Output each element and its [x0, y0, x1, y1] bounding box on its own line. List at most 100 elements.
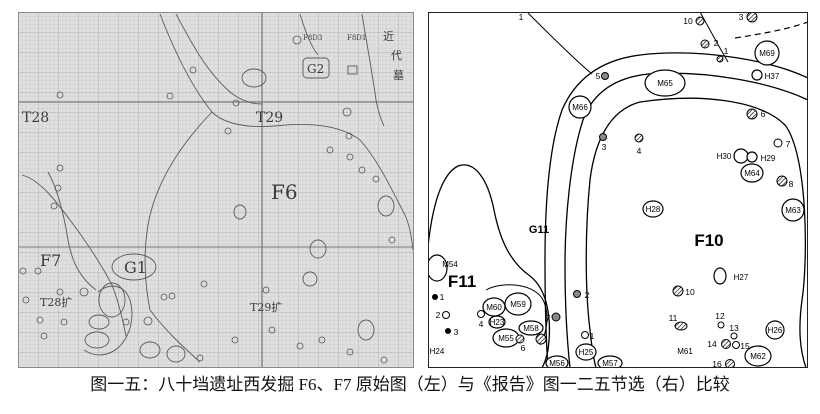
- label-h26: H26: [768, 326, 783, 335]
- post-hole-label: 10: [683, 16, 693, 26]
- m58: [518, 320, 544, 336]
- post-hole: [232, 99, 240, 107]
- label-t28: T28: [22, 110, 49, 126]
- post-hole: [380, 356, 388, 364]
- post-hole: [695, 16, 705, 26]
- post-hole-label: 3: [602, 142, 607, 152]
- post-hole: [746, 12, 758, 23]
- pit-outline: [84, 331, 110, 349]
- small-square-feature: [347, 65, 358, 75]
- post-hole-label: 1: [590, 331, 595, 341]
- label-m66: M66: [572, 103, 588, 112]
- lobe-outline: [83, 285, 133, 356]
- m65: [644, 69, 686, 97]
- h27: [713, 267, 727, 285]
- post-hole: [515, 334, 525, 344]
- post-hole: [160, 293, 168, 301]
- label-h37: H37: [765, 72, 780, 81]
- label-m58: M58: [523, 324, 539, 333]
- label-m65: M65: [657, 79, 673, 88]
- m66: [568, 95, 592, 119]
- post-hole: [262, 286, 270, 294]
- label-m60: M60: [486, 303, 502, 312]
- post-hole-label: 6: [761, 109, 766, 119]
- post-hole: [573, 290, 581, 298]
- m69: [754, 40, 780, 66]
- pit-outline: [302, 271, 318, 287]
- post-hole: [79, 287, 89, 297]
- post-hole: [746, 108, 758, 120]
- label-f11: F11: [448, 272, 476, 291]
- post-hole-label: 1: [440, 292, 445, 302]
- label-f8d1: F8D1: [347, 34, 366, 42]
- post-hole: [634, 133, 644, 143]
- h30: [733, 148, 749, 164]
- pit-outline: [98, 282, 126, 318]
- label-modern-tomb-1: 近: [383, 30, 394, 43]
- post-hole: [599, 133, 607, 141]
- boundary-top-right: [699, 12, 729, 63]
- post-hole: [224, 127, 232, 135]
- post-hole: [432, 294, 438, 300]
- post-hole: [143, 316, 153, 326]
- label-h24: H24: [430, 347, 445, 356]
- report-figure-excerpt: F10 F11 G11 M69 H37 M65 M66 H30 H29 M64 …: [428, 12, 808, 368]
- modern-tomb-boundary: [361, 13, 385, 127]
- pit-outline: [139, 341, 161, 359]
- post-hole: [54, 184, 62, 192]
- upper-curve: [175, 13, 263, 105]
- post-hole: [22, 296, 30, 304]
- post-hole-label: 4: [637, 146, 642, 156]
- post-hole-label: 2: [585, 290, 590, 300]
- label-f7: F7: [40, 251, 61, 270]
- post-hole: [166, 92, 174, 100]
- h26: [765, 320, 785, 340]
- label-m55: M55: [498, 334, 514, 343]
- post-hole: [372, 175, 380, 183]
- post-hole: [358, 166, 366, 174]
- original-field-plan: T28 T29 F6 F7 G1 G2 T28扩 T29扩 F8D3 F8D1 …: [18, 12, 414, 368]
- f6-outline-left: [144, 111, 213, 363]
- post-hole-label: 3: [739, 12, 744, 22]
- label-m56: M56: [549, 359, 565, 368]
- post-hole: [318, 336, 326, 344]
- post-hole-label: 2: [714, 38, 719, 48]
- pit-outline: [166, 345, 186, 363]
- label-f10: F10: [694, 231, 723, 250]
- boundary-top-left: [527, 12, 593, 75]
- pit-outline: [357, 319, 375, 341]
- label-f8d3: F8D3: [303, 34, 322, 42]
- panel-border: [18, 12, 414, 368]
- post-hole: [346, 153, 354, 161]
- pit-outline: [309, 239, 327, 259]
- f10-outline: [585, 97, 807, 368]
- h23: [488, 315, 506, 329]
- post-hole-label: 7: [546, 313, 551, 323]
- post-hole: [36, 316, 44, 324]
- pit-outline: [241, 68, 267, 88]
- post-hole-label: 16: [712, 359, 722, 368]
- label-g2: G2: [307, 62, 324, 76]
- label-h27: H27: [734, 273, 749, 282]
- m56: [545, 355, 569, 368]
- g1-outline: [111, 253, 157, 281]
- label-t28-extension: T28扩: [40, 295, 72, 309]
- g11-inner-edge: [564, 72, 808, 368]
- label-h30: H30: [717, 152, 732, 161]
- post-hole: [292, 35, 302, 45]
- post-hole: [551, 312, 561, 322]
- label-modern-tomb-2: 代: [391, 49, 402, 62]
- grid-lines: [18, 12, 414, 368]
- post-hole: [40, 332, 48, 340]
- post-hole: [34, 267, 42, 275]
- h37: [751, 69, 763, 81]
- post-hole: [189, 66, 197, 74]
- f6-outline-top: [159, 13, 414, 251]
- post-hole: [326, 146, 334, 154]
- g2-boundary: [299, 13, 319, 56]
- label-h29: H29: [761, 154, 776, 163]
- post-hole: [674, 321, 688, 331]
- label-t29-extension: T29扩: [250, 300, 282, 314]
- label-h28: H28: [646, 205, 661, 214]
- post-hole: [581, 331, 589, 339]
